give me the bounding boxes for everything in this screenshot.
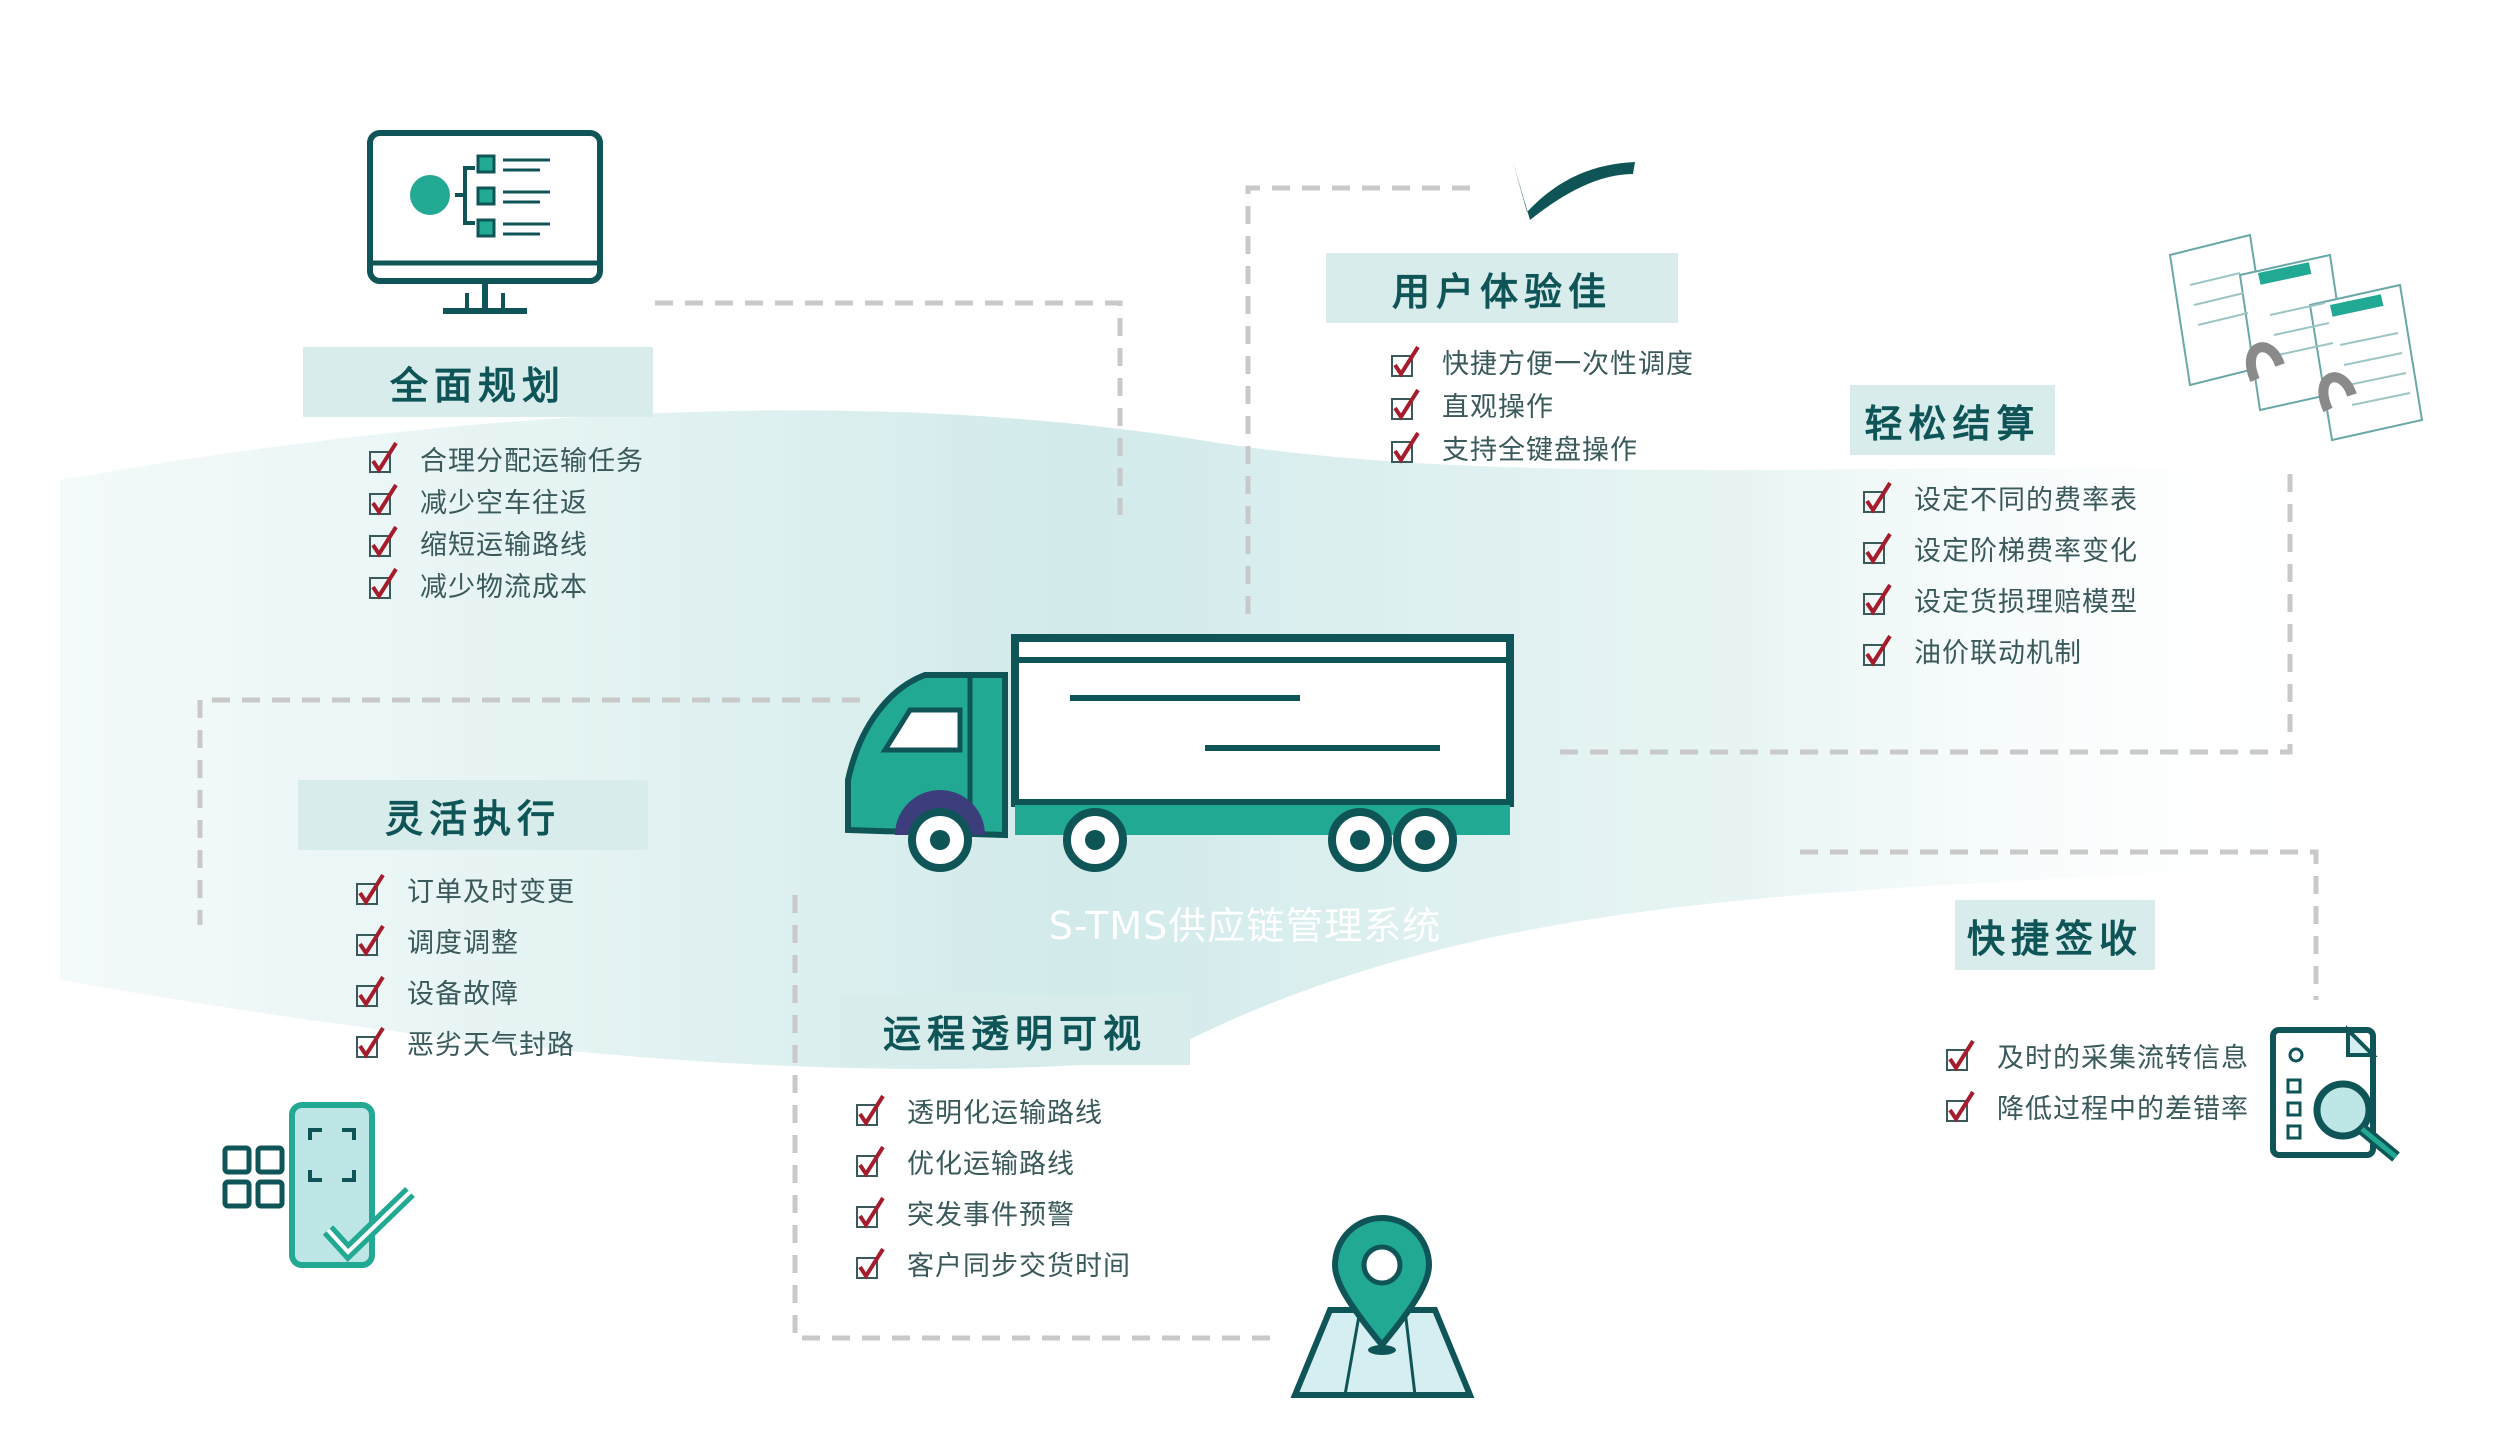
system-caption: S-TMS供应链管理系统 xyxy=(1048,904,1442,948)
panel-settlement-list: 设定不同的费率表设定阶梯费率变化设定货损理赔模型油价联动机制 xyxy=(1862,472,2138,676)
panel-settlement-title: 轻松结算 xyxy=(1850,385,2055,455)
panel-transparency-list: 透明化运输路线优化运输路线突发事件预警客户同步交货时间 xyxy=(855,1085,1131,1289)
phone-qr-scan-icon xyxy=(222,1102,415,1268)
list-item: 透明化运输路线 xyxy=(855,1085,1131,1136)
checkbox-checked-icon xyxy=(1946,1090,1975,1123)
list-item-label: 设定不同的费率表 xyxy=(1914,485,2138,516)
panel-planning-list: 合理分配运输任务减少空车往返缩短运输路线减少物流成本 xyxy=(368,437,644,605)
list-item-label: 突发事件预警 xyxy=(907,1200,1075,1231)
checkbox-checked-icon xyxy=(369,525,398,558)
panel-signoff-list: 及时的采集流转信息降低过程中的差错率 xyxy=(1945,1030,2249,1132)
list-item: 突发事件预警 xyxy=(855,1187,1131,1238)
list-item-label: 油价联动机制 xyxy=(1914,638,2082,669)
dashed-connectors xyxy=(197,185,2319,1341)
checkbox-checked-icon xyxy=(356,924,385,957)
list-item: 恶劣天气封路 xyxy=(355,1017,575,1068)
panel-ux-list: 快捷方便一次性调度直观操作支持全键盘操作 xyxy=(1390,340,1694,469)
checkbox-checked-icon xyxy=(856,1247,885,1280)
list-item: 减少物流成本 xyxy=(368,563,644,605)
list-item: 支持全键盘操作 xyxy=(1390,426,1694,469)
panel-ux-title: 用户体验佳 xyxy=(1326,253,1678,323)
list-item-label: 合理分配运输任务 xyxy=(420,445,644,477)
list-item: 设定不同的费率表 xyxy=(1862,472,2138,523)
list-item: 减少空车往返 xyxy=(368,479,644,521)
panel-planning-title: 全面规划 xyxy=(303,347,653,417)
list-item: 设定货损理赔模型 xyxy=(1862,574,2138,625)
list-item-label: 订单及时变更 xyxy=(407,877,575,908)
list-item-label: 设定阶梯费率变化 xyxy=(1914,536,2138,567)
checkbox-checked-icon xyxy=(1863,532,1892,565)
list-item-label: 设备故障 xyxy=(407,979,519,1010)
list-item-label: 及时的采集流转信息 xyxy=(1997,1043,2249,1074)
list-item-label: 优化运输路线 xyxy=(907,1149,1075,1180)
list-item-label: 透明化运输路线 xyxy=(907,1098,1103,1129)
list-item-label: 快捷方便一次性调度 xyxy=(1442,349,1694,380)
list-item-label: 恶劣天气封路 xyxy=(407,1030,575,1061)
checkbox-checked-icon xyxy=(356,1026,385,1059)
list-item-label: 调度调整 xyxy=(407,928,519,959)
list-item: 快捷方便一次性调度 xyxy=(1390,340,1694,383)
checkbox-checked-icon xyxy=(856,1145,885,1178)
checkbox-checked-icon xyxy=(1391,345,1420,378)
list-item-label: 支持全键盘操作 xyxy=(1442,435,1638,466)
list-item-label: 降低过程中的差错率 xyxy=(1997,1094,2249,1125)
list-item-label: 设定货损理赔模型 xyxy=(1914,587,2138,618)
checkmark-icon xyxy=(1513,162,1635,220)
checkbox-checked-icon xyxy=(1391,431,1420,464)
checkbox-checked-icon xyxy=(856,1196,885,1229)
list-item: 调度调整 xyxy=(355,915,575,966)
list-item: 直观操作 xyxy=(1390,383,1694,426)
list-item: 优化运输路线 xyxy=(855,1136,1131,1187)
clipboard-magnifier-icon xyxy=(2270,1025,2400,1162)
monitor-icon xyxy=(367,130,603,314)
checkbox-checked-icon xyxy=(1863,481,1892,514)
checkbox-checked-icon xyxy=(856,1094,885,1127)
list-item: 油价联动机制 xyxy=(1862,625,2138,676)
panel-execution-title: 灵活执行 xyxy=(298,780,648,850)
list-item: 合理分配运输任务 xyxy=(368,437,644,479)
checkbox-checked-icon xyxy=(1863,583,1892,616)
panel-execution-list: 订单及时变更调度调整设备故障恶劣天气封路 xyxy=(355,864,575,1068)
list-item-label: 减少物流成本 xyxy=(420,571,588,603)
checkbox-checked-icon xyxy=(369,567,398,600)
documents-icon xyxy=(2168,233,2424,442)
list-item: 订单及时变更 xyxy=(355,864,575,915)
list-item: 缩短运输路线 xyxy=(368,521,644,563)
checkbox-checked-icon xyxy=(369,483,398,516)
checkbox-checked-icon xyxy=(369,441,398,474)
list-item-label: 缩短运输路线 xyxy=(420,529,588,561)
panel-signoff-title: 快捷签收 xyxy=(1955,900,2155,970)
list-item: 设定阶梯费率变化 xyxy=(1862,523,2138,574)
checkbox-checked-icon xyxy=(1863,634,1892,667)
checkbox-checked-icon xyxy=(1946,1039,1975,1072)
list-item-label: 客户同步交货时间 xyxy=(907,1251,1131,1282)
list-item: 设备故障 xyxy=(355,966,575,1017)
location-map-icon xyxy=(1290,1215,1475,1398)
list-item-label: 减少空车往返 xyxy=(420,487,588,519)
truck-icon xyxy=(845,634,1514,872)
checkbox-checked-icon xyxy=(1391,388,1420,421)
list-item-label: 直观操作 xyxy=(1442,392,1554,423)
panel-transparency-title: 运程透明可视 xyxy=(840,995,1190,1065)
list-item: 降低过程中的差错率 xyxy=(1945,1081,2249,1132)
checkbox-checked-icon xyxy=(356,975,385,1008)
list-item: 及时的采集流转信息 xyxy=(1945,1030,2249,1081)
checkbox-checked-icon xyxy=(356,873,385,906)
list-item: 客户同步交货时间 xyxy=(855,1238,1131,1289)
